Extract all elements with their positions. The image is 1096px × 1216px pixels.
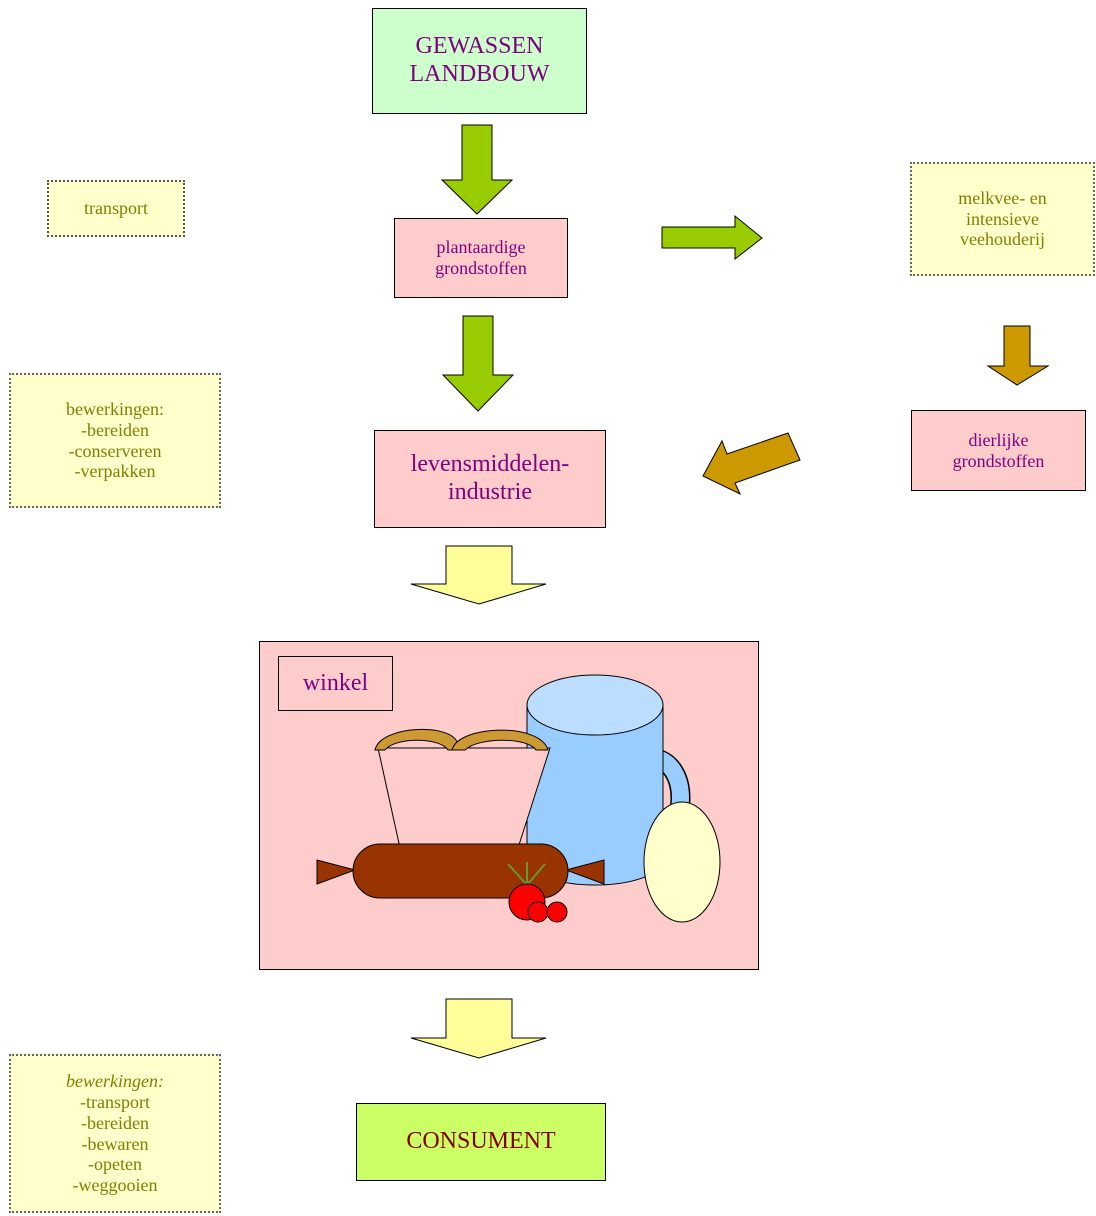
arrow-landbouw-to-plantaardig [440, 124, 514, 215]
veehouderij-line-3: veehouderij [960, 229, 1045, 250]
bewerkingen-consument-title: bewerkingen: [66, 1071, 164, 1092]
arrow-industrie-to-winkel [410, 545, 547, 605]
dierlijk-line-1: dierlijke [968, 429, 1029, 450]
veehouderij-line-2: intensieve [966, 208, 1039, 229]
industrie-line-2: industrie [448, 479, 532, 505]
plantaardige-grondstoffen-box: plantaardige grondstoffen [394, 218, 568, 298]
bewerkingen-industrie-title: bewerkingen: [66, 399, 164, 420]
gewassen-line-1: GEWASSEN [415, 33, 544, 60]
consument-box: CONSUMENT [356, 1103, 606, 1181]
bewerkingen-consument-line-2: -bereiden [81, 1112, 149, 1133]
bewerkingen-industrie-line-3: -verpakken [74, 461, 156, 482]
bewerkingen-consument-line-5: -weggooien [72, 1174, 158, 1195]
bewerkingen-consument-line-4: -opeten [88, 1154, 142, 1175]
levensmiddelenindustrie-box: levensmiddelen- industrie [374, 430, 606, 528]
industrie-line-1: levensmiddelen- [410, 451, 570, 478]
bewerkingen-industrie-line-1: -bereiden [81, 419, 149, 440]
bewerkingen-consument-line-3: -bewaren [81, 1133, 149, 1154]
arrow-plantaardig-to-industrie [441, 315, 515, 412]
transport-note-label: transport [84, 198, 148, 219]
consument-label: CONSUMENT [406, 1128, 556, 1155]
bewerkingen-industrie-note-box: bewerkingen: -bereiden -conserveren -ver… [9, 373, 221, 508]
transport-note-box: transport [47, 180, 185, 237]
dierlijke-grondstoffen-box: dierlijke grondstoffen [911, 410, 1086, 491]
gewassen-line-2: LANDBOUW [409, 61, 550, 87]
gewassen-landbouw-box: GEWASSEN LANDBOUW [372, 8, 587, 114]
plantaardig-line-2: grondstoffen [435, 258, 527, 278]
arrow-veehouderij-to-dierlijk [986, 325, 1050, 386]
arrow-winkel-to-consument [410, 998, 547, 1059]
dierlijk-line-2: grondstoffen [952, 450, 1045, 471]
veehouderij-line-1: melkvee- en [958, 187, 1047, 208]
winkel-label-box: winkel [278, 656, 393, 711]
arrow-dierlijk-to-industrie [702, 432, 801, 496]
arrow-plantaardig-to-veehouderij [661, 214, 763, 261]
bewerkingen-consument-line-1: -transport [80, 1092, 150, 1113]
winkel-label: winkel [302, 669, 369, 696]
plantaardig-line-1: plantaardige [436, 237, 526, 258]
bewerkingen-consument-note-box: bewerkingen: -transport -bereiden -bewar… [9, 1054, 221, 1213]
veehouderij-note-box: melkvee- en intensieve veehouderij [910, 162, 1095, 276]
bewerkingen-industrie-line-2: -conserveren [68, 440, 162, 461]
